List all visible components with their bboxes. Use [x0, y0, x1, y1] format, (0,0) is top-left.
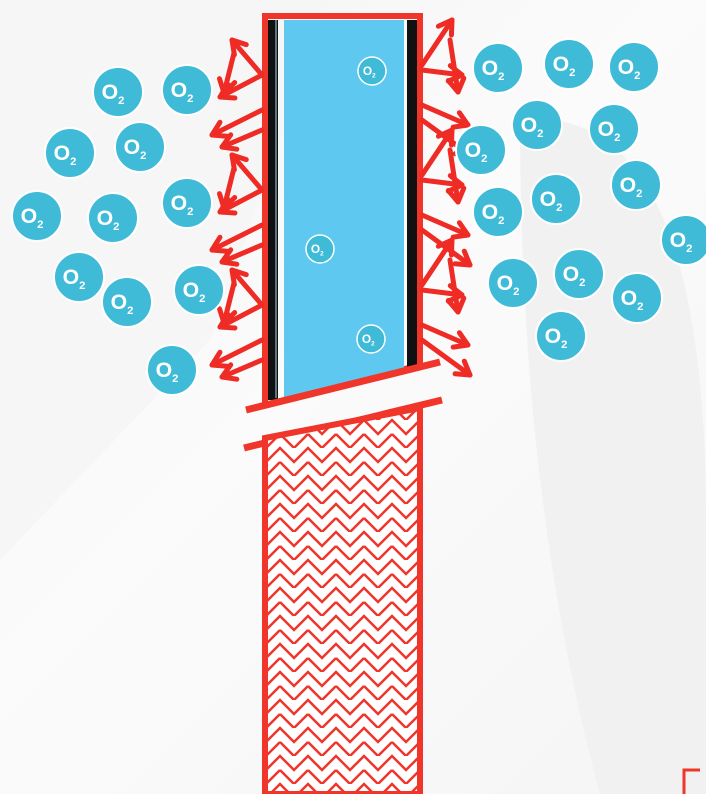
arrow-icon — [216, 50, 238, 96]
liner-left — [268, 20, 278, 400]
oxygen-molecule-icon: O2 — [530, 173, 582, 225]
fluid-column — [284, 20, 404, 398]
hatched-wall — [262, 404, 423, 794]
oxygen-molecule-icon: O2 — [87, 192, 139, 244]
arrow-icon — [219, 357, 265, 382]
arrow-icon — [229, 152, 265, 193]
oxygen-molecule-icon: O2 — [543, 38, 595, 90]
arrow-icon — [219, 127, 265, 152]
arrow-icon — [229, 37, 265, 78]
arrow-icon — [419, 102, 471, 130]
arrow-icon — [419, 17, 455, 68]
arrow-icon — [445, 257, 467, 315]
oxygen-molecule-icon: O2 — [511, 99, 563, 151]
oxygen-molecule-icon: O2 — [173, 264, 225, 316]
arrow-icon — [419, 337, 473, 378]
arrow-icon — [216, 165, 238, 211]
arrow-icon — [219, 242, 265, 267]
oxygen-molecule-icon: O2 — [535, 310, 587, 362]
oxygen-molecule-icon: O2 — [11, 190, 63, 242]
corner-bracket-icon — [682, 768, 700, 794]
oxygen-molecule-icon: O2 — [660, 214, 706, 266]
oxygen-molecule-icon: O2 — [553, 248, 605, 300]
arrow-icon — [229, 267, 265, 308]
arrow-icon — [419, 322, 471, 350]
pipe-lower-section — [262, 404, 423, 794]
oxygen-molecule-icon: O2 — [44, 127, 96, 179]
oxygen-molecule-icon: O2 — [114, 121, 166, 173]
arrow-group — [209, 17, 473, 382]
oxygen-molecule-icon: O2 — [161, 64, 213, 116]
oxygen-molecule-icon: O2 — [101, 276, 153, 328]
arrow-icon — [445, 37, 467, 95]
oxygen-molecule-icon: O2 — [356, 324, 386, 354]
oxygen-molecule-icon: O2 — [472, 42, 524, 94]
oxygen-molecule-icon: O2 — [92, 66, 144, 118]
arrow-icon — [209, 222, 265, 254]
arrow-icon — [419, 237, 455, 288]
oxygen-molecule-icon: O2 — [611, 272, 663, 324]
oxygen-molecule-icon: O2 — [610, 159, 662, 211]
liner-right — [407, 20, 417, 368]
oxygen-molecule-icon: O2 — [608, 41, 660, 93]
arrow-icon — [419, 212, 471, 240]
arrow-icon — [209, 107, 265, 139]
oxygen-molecule-icon: O2 — [53, 251, 105, 303]
arrow-icon — [216, 280, 238, 326]
arrow-icon — [445, 147, 467, 205]
arrow-icon — [209, 337, 265, 369]
oxygen-molecule-icon: O2 — [487, 257, 539, 309]
oxygen-molecule-icon: O2 — [357, 56, 387, 86]
oxygen-molecule-icon: O2 — [588, 103, 640, 155]
oxygen-molecule-icon: O2 — [161, 177, 213, 229]
oxygen-molecule-icon: O2 — [455, 124, 507, 176]
oxygen-molecule-icon: O2 — [146, 344, 198, 396]
pipe-upper-section — [262, 13, 423, 409]
oxygen-molecule-icon: O2 — [472, 186, 524, 238]
arrow-icon — [419, 127, 455, 178]
oxygen-molecule-icon: O2 — [305, 234, 335, 264]
